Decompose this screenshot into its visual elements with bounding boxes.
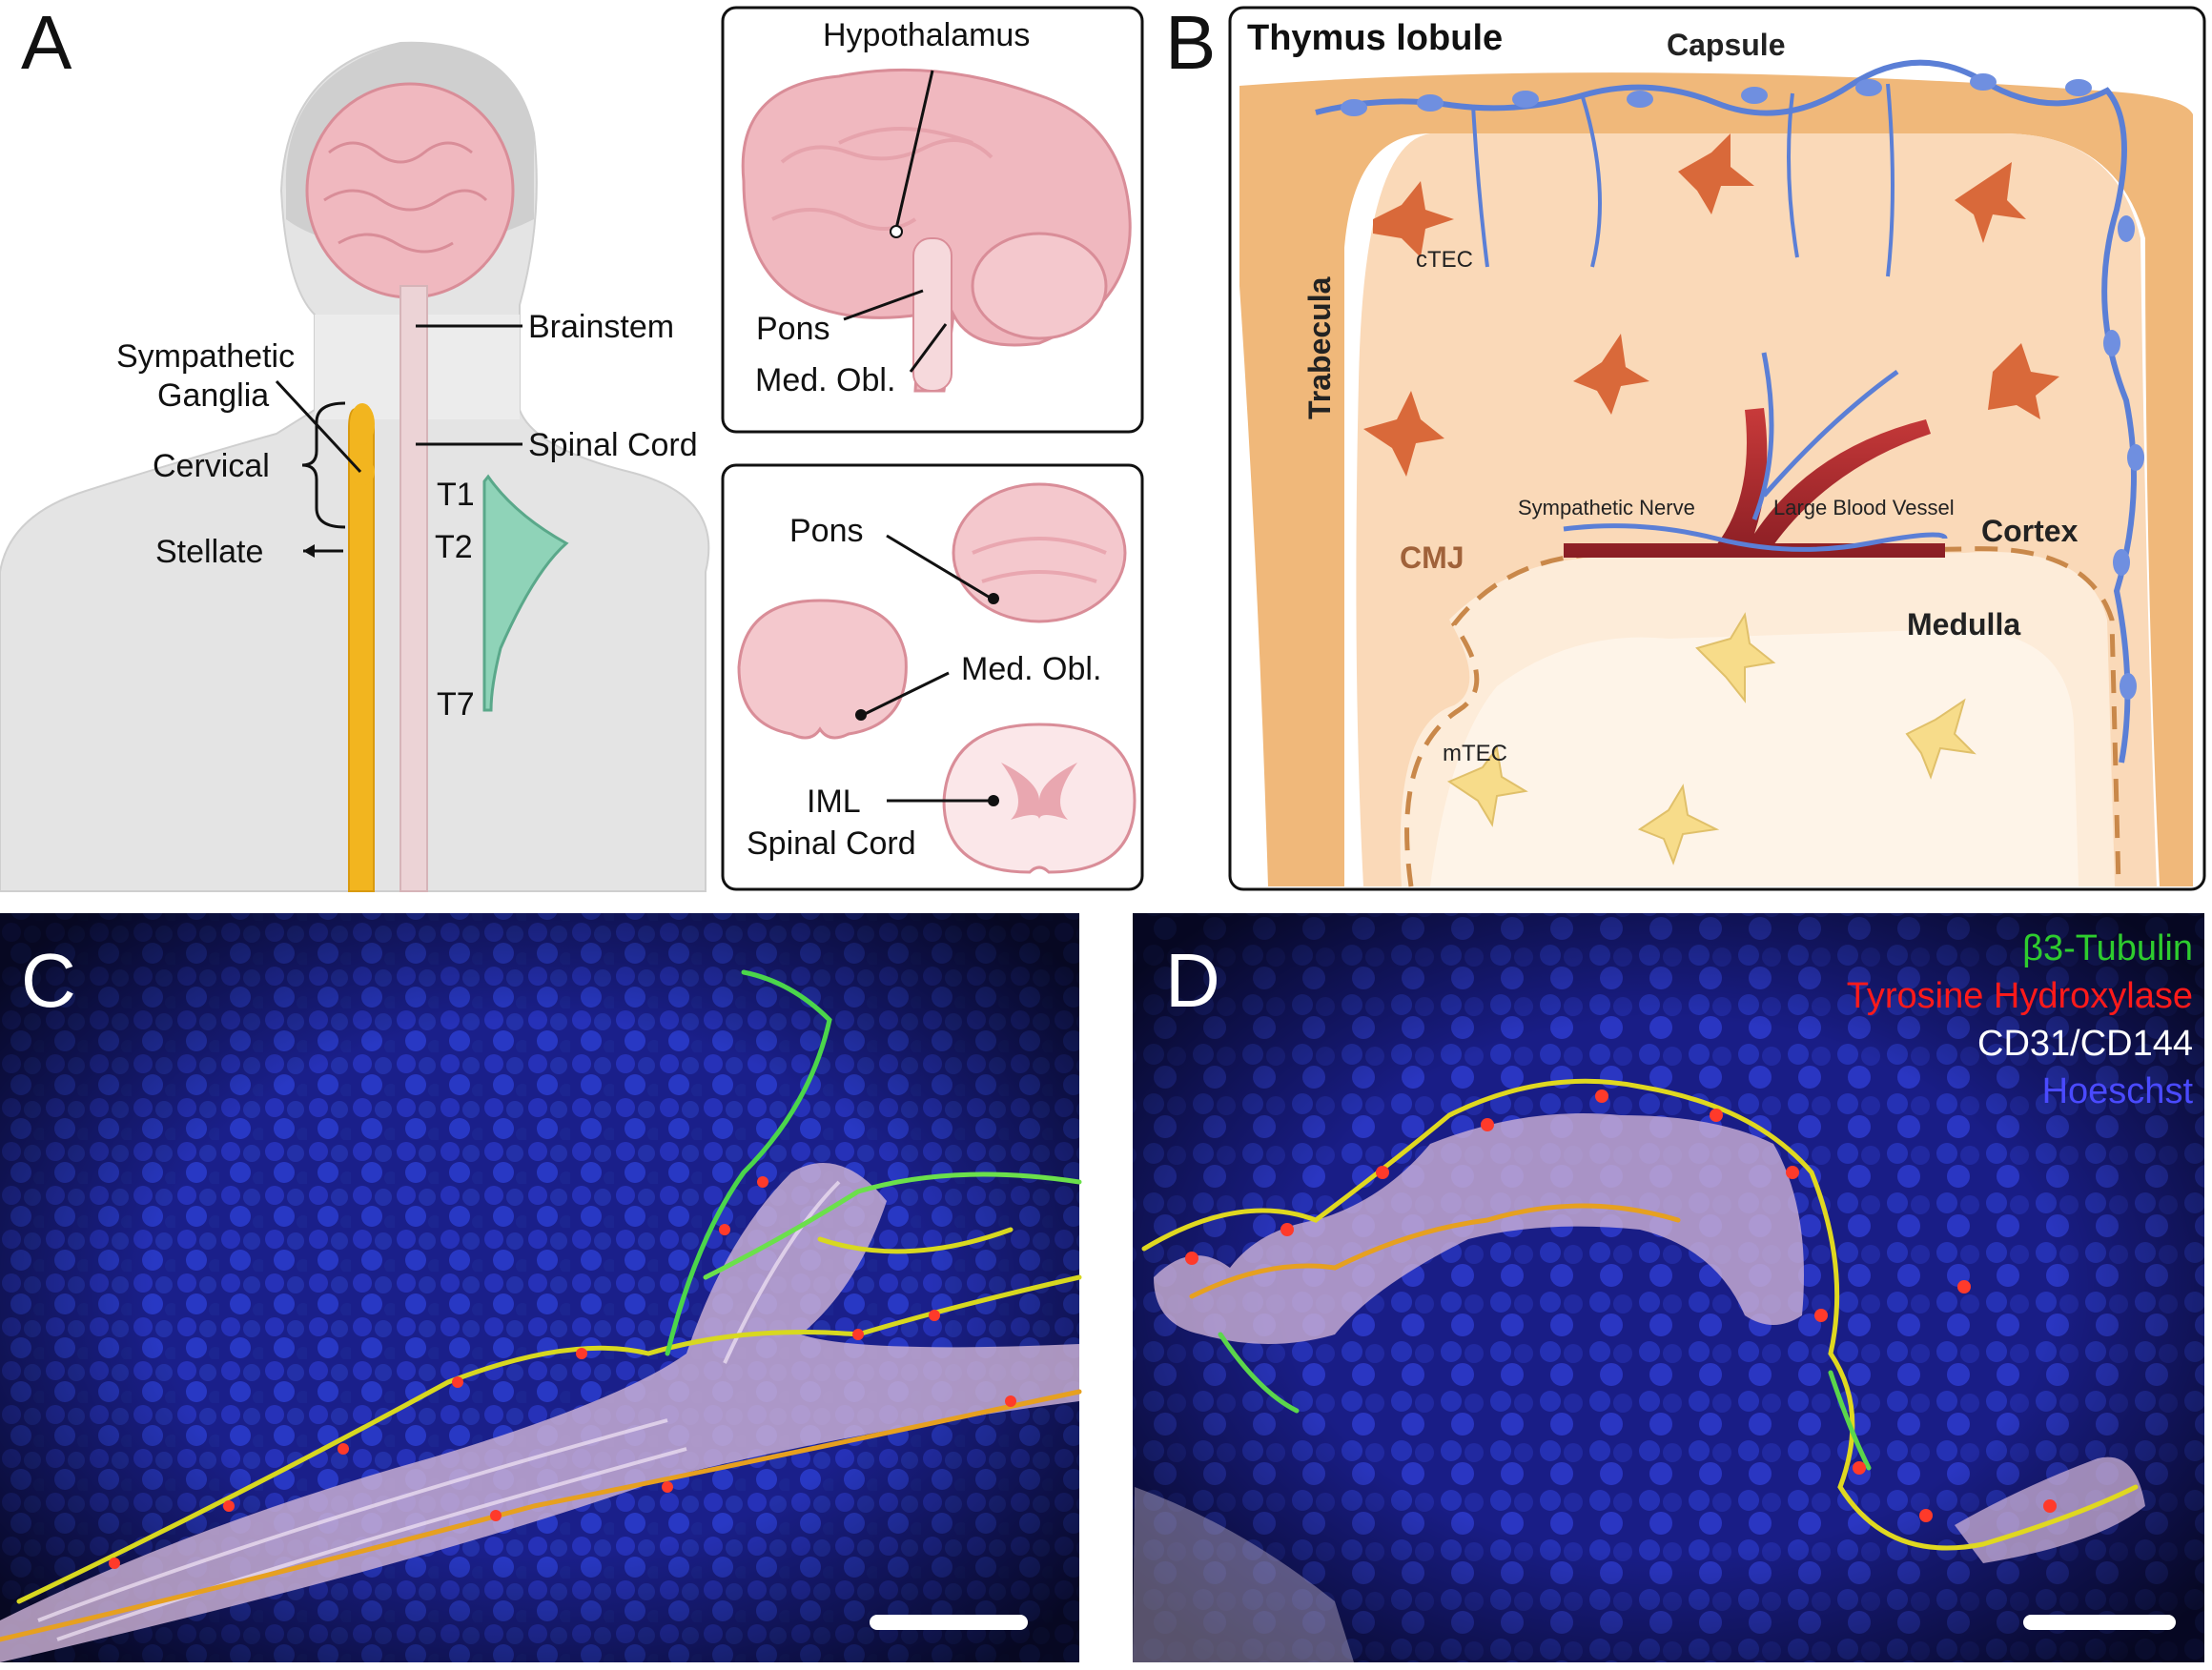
scale-bar-c (870, 1615, 1028, 1630)
t-region-shape (482, 474, 569, 712)
medulla-inner (1430, 629, 2079, 886)
label-trabecula: Trabecula (1302, 276, 1337, 419)
capsule-band (1239, 72, 2193, 886)
section-pons: Pons (789, 513, 864, 549)
label-sympathetic: Sympathetic (116, 338, 295, 375)
legend-b3-tubulin: β3-Tubulin (2022, 928, 2193, 968)
panel-a: A Brainstem Sympathetic Ganglia Spinal C… (0, 0, 1144, 892)
ctec-cells (1363, 133, 2059, 477)
label-large-blood-vessel: Large Blood Vessel (1773, 496, 1955, 519)
label-stellate: Stellate (155, 534, 263, 570)
cervical-ganglion (350, 403, 375, 445)
stain-legend: β3-Tubulin Tyrosine Hydroxylase CD31/CD1… (1847, 928, 2194, 1111)
mtec-cells (1446, 612, 1976, 866)
label-medulla: Medulla (1907, 607, 2020, 642)
brain (305, 82, 515, 299)
spinal-cord-column (399, 285, 428, 892)
legend-cd31-cd144: CD31/CD144 (1977, 1024, 2193, 1064)
section-spinal-cord: Spinal Cord (747, 825, 916, 862)
thymus-title: Thymus lobule (1247, 18, 1503, 58)
label-brainstem: Brainstem (528, 309, 674, 345)
label-capsule: Capsule (1667, 28, 1785, 62)
cmj-dashed (1404, 546, 2121, 887)
large-blood-vessel (1564, 408, 1945, 558)
label-t7: T7 (437, 686, 475, 723)
section-med-obl: Med. Obl. (961, 651, 1101, 687)
panel-b: B (1165, 0, 2206, 891)
panel-a-letter: A (21, 0, 72, 85)
vessel-nerve (1563, 352, 1948, 552)
medulla-section (737, 599, 908, 740)
micrograph-d-vessel (1154, 1113, 1804, 1344)
scale-bar-d (2023, 1615, 2176, 1630)
legend-tyrosine-hydroxylase: Tyrosine Hydroxylase (1847, 976, 2193, 1016)
section-inset: Pons Med. Obl. IML Spinal Cord (721, 463, 1144, 891)
inset-pons: Pons (756, 311, 830, 347)
label-cervical: Cervical (153, 448, 270, 484)
th-puncta-c (109, 1176, 1016, 1569)
panel-d-letter: D (1165, 938, 1220, 1023)
capsule-varicosities (1341, 73, 2144, 700)
brain-folds (323, 141, 488, 254)
label-sympathetic-nerve: Sympathetic Nerve (1518, 496, 1695, 519)
label-cmj: CMJ (1400, 540, 1464, 575)
inset-hypothalamus: Hypothalamus (823, 17, 1030, 53)
spinal-section (942, 723, 1137, 874)
label-spinal-cord: Spinal Cord (528, 427, 698, 463)
panel-b-letter: B (1165, 0, 1216, 85)
panel-c-letter: C (21, 938, 76, 1023)
label-t1: T1 (437, 477, 475, 513)
cerebellum (971, 232, 1108, 340)
label-t2: T2 (435, 529, 473, 565)
label-mtec: mTEC (1443, 741, 1507, 766)
legend-hoeschst: Hoeschst (2042, 1071, 2194, 1111)
brain-inset: Hypothalamus Pons Med. Obl. (721, 6, 1144, 434)
label-ctec: cTEC (1416, 247, 1473, 273)
panel-d: D β3-Tubulin Tyrosine Hydroxylase CD31/C… (1133, 913, 2204, 1662)
section-iml: IML (807, 784, 861, 820)
brainstem-inset (912, 237, 952, 392)
capsule-nerve (1315, 59, 2137, 764)
th-puncta-d (1185, 1090, 2057, 1522)
label-ganglia: Ganglia (157, 377, 269, 414)
label-cortex: Cortex (1981, 514, 2079, 548)
pons-section (952, 482, 1127, 623)
inset-med-obl: Med. Obl. (755, 362, 895, 398)
panel-c: C (0, 913, 1082, 1662)
